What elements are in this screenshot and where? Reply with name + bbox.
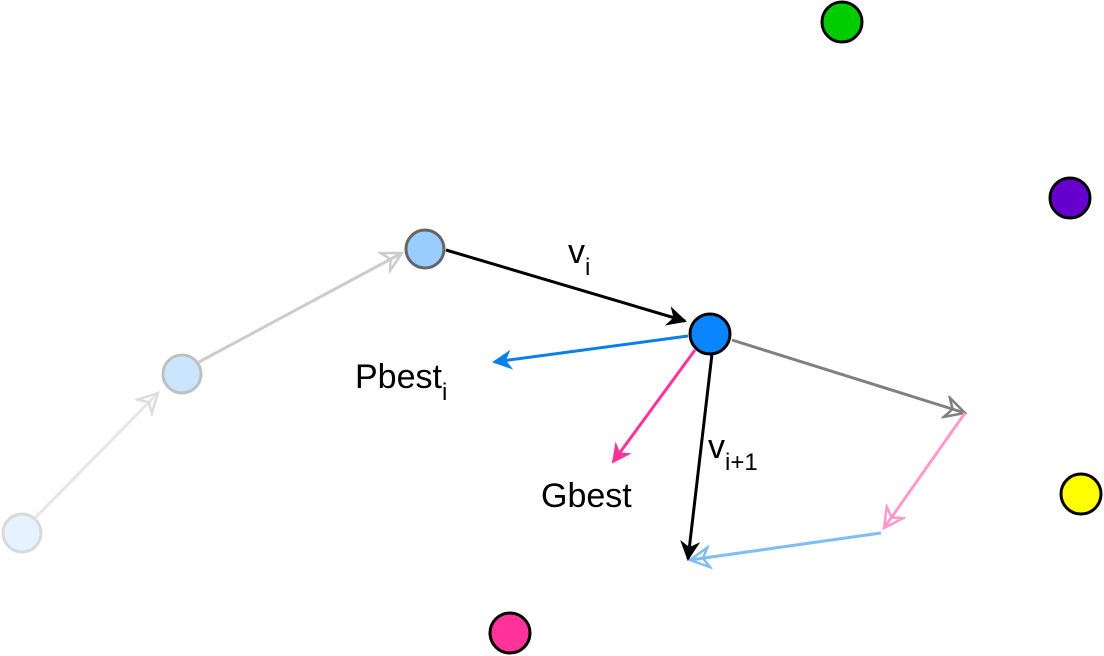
trail-arrow-1 — [33, 393, 158, 520]
label-pbest-base: Pbest — [355, 358, 442, 396]
velocity-vi1-arrow — [680, 353, 714, 561]
label-vi1: vi+1 — [708, 428, 758, 476]
purple-dot — [1048, 176, 1092, 220]
label-pbest: Pbesti — [355, 358, 447, 406]
particle-trail-3 — [1, 512, 43, 554]
label-vi1-sub: i+1 — [725, 449, 758, 476]
yellow-dot — [1059, 472, 1103, 516]
pink-dot — [488, 611, 532, 655]
velocity-vi-arrow — [445, 248, 687, 326]
particle-current — [688, 312, 732, 356]
label-vi-base: v — [568, 233, 585, 271]
pbest-arrow — [492, 334, 689, 370]
label-vi: vi — [568, 233, 590, 281]
particle-trail-2 — [161, 353, 203, 395]
label-gbest: Gbest — [541, 477, 632, 515]
gbest-component-arrow — [884, 412, 967, 528]
trail-arrow-2 — [198, 251, 402, 364]
label-vi1-base: v — [708, 428, 725, 466]
label-pbest-sub: i — [442, 379, 447, 406]
inertia-arrow — [731, 338, 965, 413]
gbest-arrow — [611, 349, 697, 464]
pbest-component-arrow — [690, 531, 882, 560]
label-vi-sub: i — [585, 254, 590, 281]
green-dot — [820, 0, 864, 44]
particle-trail-1 — [404, 228, 446, 270]
